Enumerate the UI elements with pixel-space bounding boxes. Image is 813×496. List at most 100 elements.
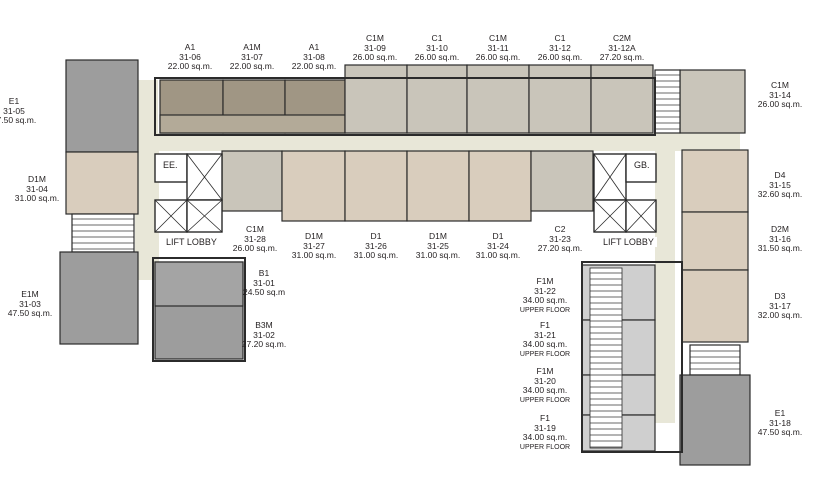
unit-type: D1 (370, 231, 382, 241)
unit-area: 22.00 sq.m. (291, 61, 337, 72)
building-outline (152, 77, 683, 453)
unit-number: 31-24 (487, 240, 509, 251)
unit-type: E1 (774, 408, 786, 418)
unit-type: D1M (28, 174, 46, 184)
unit-number: 31-21 (534, 329, 556, 340)
right-wing-units (679, 149, 751, 466)
unit-type: C1 (431, 33, 443, 43)
corridors (135, 80, 740, 423)
unit-area: 27.20 sq.m. (241, 339, 287, 350)
unit-type: F1 (540, 413, 550, 423)
unit-number: 31-04 (26, 183, 48, 194)
unit-area: 26.00 sq.m. (352, 52, 398, 63)
lift-lobby-east: LIFT LOBBY (600, 237, 657, 247)
lower-row-units (221, 150, 594, 222)
unit-area: 47.50 sq.m. (7, 308, 53, 319)
unit-type: C2M (613, 33, 631, 43)
unit-area: 26.00 sq.m. (537, 52, 583, 63)
lift-lobby-west: LIFT LOBBY (163, 237, 220, 247)
unit-type: F1M (536, 366, 554, 376)
unit-area: 31.50 sq.m. (757, 243, 803, 254)
unit-note: UPPER FLOOR (519, 396, 571, 404)
unit-area: 34.00 sq.m. (522, 339, 568, 350)
unit-number: 31-02 (253, 329, 275, 340)
unit-note: UPPER FLOOR (519, 350, 571, 358)
unit-area: 34.00 sq.m. (522, 432, 568, 443)
unit-note: UPPER FLOOR (519, 306, 571, 314)
unit-number: 31-03 (19, 298, 41, 309)
unit-type: E1M (21, 289, 39, 299)
unit-type: C1M (246, 224, 264, 234)
unit-area: 34.00 sq.m. (522, 385, 568, 396)
unit-area: 47.50 sq.m. (757, 427, 803, 438)
f-units (581, 264, 656, 452)
room-ee: EE. (163, 160, 178, 170)
unit-area: 26.00 sq.m. (232, 243, 278, 254)
unit-area: 34.00 sq.m. (522, 295, 568, 306)
unit-number: 31-25 (427, 240, 449, 251)
unit-area: 31.00 sq.m. (14, 193, 60, 204)
unit-number: 31-22 (534, 285, 556, 296)
unit-type: A1 (308, 42, 320, 52)
unit-area: 27.20 sq.m. (537, 243, 583, 254)
room-gb: GB. (634, 160, 650, 170)
unit-area: 31.00 sq.m. (475, 250, 521, 261)
unit-area: 22.00 sq.m. (167, 61, 213, 72)
unit-area: 31.00 sq.m. (291, 250, 337, 261)
unit-area: 31.00 sq.m. (415, 250, 461, 261)
unit-number: 31-15 (769, 179, 791, 190)
unit-type: D4 (774, 170, 786, 180)
unit-type: D1M (429, 231, 447, 241)
unit-type: F1 (540, 320, 550, 330)
unit-number: 31-26 (365, 240, 387, 251)
unit-area: 26.00 sq.m. (475, 52, 521, 63)
unit-number: 31-12A (608, 42, 636, 53)
unit-number: 31-23 (549, 233, 571, 244)
unit-type: B3M (255, 320, 273, 330)
unit-type: A1 (184, 42, 196, 52)
unit-area: 47.50 sq.m. (0, 115, 37, 126)
unit-type: C1M (771, 80, 789, 90)
unit-note: UPPER FLOOR (519, 443, 571, 451)
unit-area: 26.00 sq.m. (414, 52, 460, 63)
unit-type: C1 (554, 33, 566, 43)
unit-type: D1M (305, 231, 323, 241)
unit-number: 31-18 (769, 417, 791, 428)
unit-number: 31-17 (769, 300, 791, 311)
unit-number: 31-14 (769, 89, 791, 100)
unit-number: 31-09 (364, 42, 386, 53)
unit-number: 31-12 (549, 42, 571, 53)
unit-number: 31-07 (241, 51, 263, 62)
unit-type: D1 (492, 231, 504, 241)
unit-type: E1 (8, 96, 20, 106)
unit-number: 31-06 (179, 51, 201, 62)
unit-number: 31-16 (769, 233, 791, 244)
unit-number: 31-11 (487, 42, 509, 53)
unit-area: 22.00 sq.m. (229, 61, 275, 72)
unit-type: F1M (536, 276, 554, 286)
west-core (154, 153, 223, 233)
unit-number: 31-01 (253, 277, 275, 288)
east-core (593, 153, 657, 233)
unit-number: 31-28 (244, 233, 266, 244)
